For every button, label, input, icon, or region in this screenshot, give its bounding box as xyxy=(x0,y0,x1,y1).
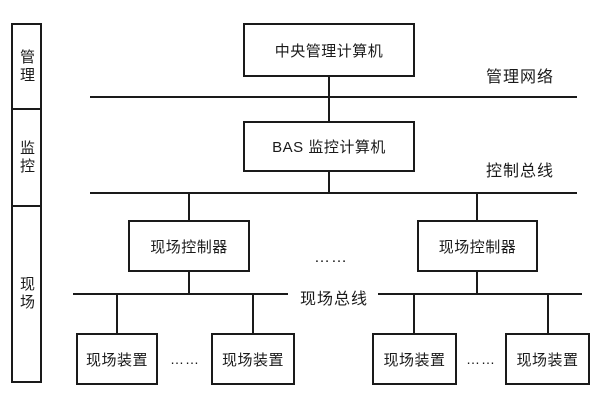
connector-control-bus-to-left-controller xyxy=(188,193,190,221)
connector-control-bus-to-right-controller xyxy=(476,193,478,221)
ellipsis-between-devices-left: …… xyxy=(170,351,200,367)
node-central-management-computer-label: 中央管理计算机 xyxy=(274,42,384,60)
bus-label-field-bus: 现场总线 xyxy=(299,291,368,308)
layer-box-field: 现场 xyxy=(11,205,42,383)
bus-label-management-network: 管理网络 xyxy=(486,69,555,86)
connector-field-bus-to-device-2 xyxy=(252,295,254,333)
node-field-controller-left: 现场控制器 xyxy=(128,220,250,272)
connector-field-bus-to-device-1 xyxy=(116,295,118,333)
node-field-device-3: 现场装置 xyxy=(372,333,457,385)
bus-line-control xyxy=(90,192,577,194)
connector-management-network-to-bas xyxy=(328,97,330,122)
layer-box-management: 管理 xyxy=(11,23,42,110)
layer-label-field: 现场 xyxy=(18,276,35,312)
node-bas-computer: BAS 监控计算机 xyxy=(243,121,415,172)
node-field-device-2: 现场装置 xyxy=(211,333,295,385)
connector-bas-to-control-bus xyxy=(328,171,330,193)
layer-box-supervision: 监控 xyxy=(11,108,42,207)
ellipsis-between-devices-right: …… xyxy=(466,351,496,367)
node-field-device-4: 现场装置 xyxy=(505,333,590,385)
connector-left-controller-to-field-bus xyxy=(188,271,190,294)
bus-line-field-left xyxy=(73,293,288,295)
node-field-device-4-label: 现场装置 xyxy=(516,351,579,369)
node-field-device-2-label: 现场装置 xyxy=(221,351,284,369)
connector-right-controller-to-field-bus xyxy=(476,271,478,294)
node-field-device-1-label: 现场装置 xyxy=(85,351,148,369)
bus-line-field-right xyxy=(378,293,582,295)
connector-field-bus-to-device-4 xyxy=(547,295,549,333)
node-field-device-3-label: 现场装置 xyxy=(383,351,446,369)
layer-label-supervision: 监控 xyxy=(18,139,35,176)
connector-central-to-management-network xyxy=(328,76,330,97)
node-bas-computer-label: BAS 监控计算机 xyxy=(272,139,386,156)
layer-label-management: 管理 xyxy=(18,48,35,85)
bus-label-control-bus: 控制总线 xyxy=(486,163,555,180)
node-field-controller-right-label: 现场控制器 xyxy=(438,238,517,256)
node-field-device-1: 现场装置 xyxy=(76,333,158,385)
ellipsis-between-controllers: …… xyxy=(314,249,348,266)
node-central-management-computer: 中央管理计算机 xyxy=(243,23,415,77)
bus-line-management-network xyxy=(90,96,577,98)
node-field-controller-left-label: 现场控制器 xyxy=(150,238,228,256)
connector-field-bus-to-device-3 xyxy=(413,295,415,333)
node-field-controller-right: 现场控制器 xyxy=(417,220,538,272)
